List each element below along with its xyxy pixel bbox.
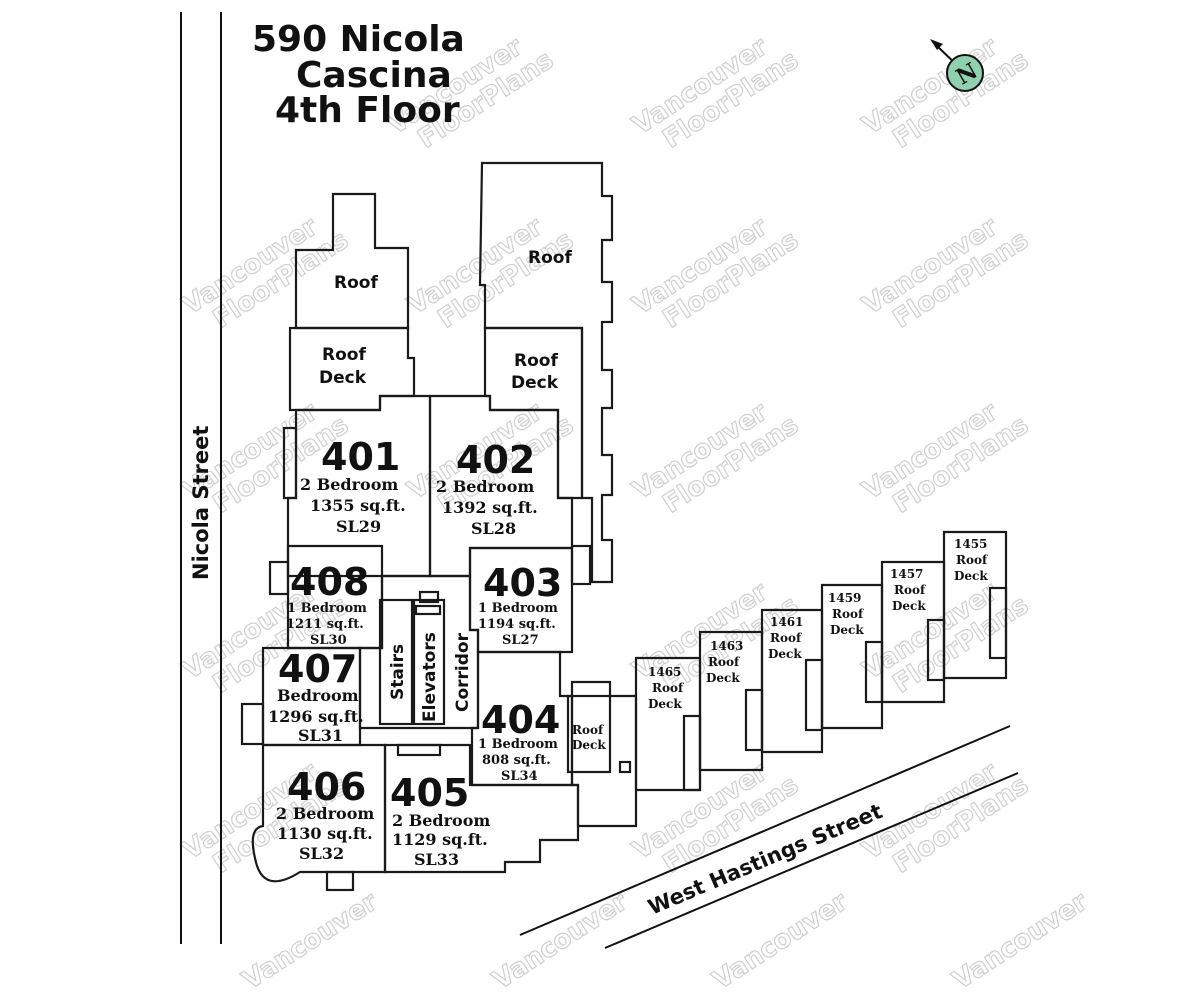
roof-deck-right-label-2: Deck: [511, 373, 559, 393]
stairs-label: Stairs: [388, 644, 408, 700]
roof-left-label: Roof: [334, 273, 378, 293]
elevator-cap: [418, 590, 440, 604]
unit-402-strata-lot: SL28: [471, 519, 516, 538]
unit-404-number: 404: [481, 698, 560, 742]
townhouse-1457-outline: [880, 560, 946, 704]
roof-right-label: Roof: [528, 248, 572, 268]
west-hastings-line-bottom: [604, 772, 1019, 949]
roof-deck-404-outline: [566, 694, 612, 774]
unit-405-bedrooms: 2 Bedroom: [392, 811, 490, 830]
west-hastings-line-top: [519, 725, 1011, 936]
townhouse-1459-deck: Deck: [830, 623, 864, 637]
townhouse-1463-roof: Roof: [708, 655, 740, 669]
townhouse-1455-deck: Deck: [954, 569, 988, 583]
unit-402-bedrooms: 2 Bedroom: [436, 477, 534, 496]
unit-405-outline: [383, 743, 580, 874]
nicola-street-label: Nicola Street: [189, 426, 213, 580]
elevators-outline: [412, 598, 446, 726]
townhouse-1463-number: 1463: [710, 639, 743, 653]
unit-403-area: 1194 sq.ft.: [478, 617, 556, 632]
unit-407-number: 407: [278, 647, 357, 691]
townhouse-1455-outline: [942, 530, 1008, 680]
townhouse-1461-roof: Roof: [770, 631, 802, 645]
unit-401-bedrooms: 2 Bedroom: [300, 475, 398, 494]
unit-405-strata-lot: SL33: [414, 850, 459, 869]
elevator-top: [414, 604, 442, 616]
unit-408-number: 408: [290, 560, 369, 604]
wall-bump-403: [570, 544, 592, 586]
unit-407-bedrooms: Bedroom: [277, 686, 359, 705]
unit-406-strata-lot: SL32: [299, 844, 344, 863]
unit-408-strata-lot: SL30: [310, 633, 347, 648]
unit-405-area: 1129 sq.ft.: [392, 830, 488, 849]
townhouse-1461-bump: [804, 658, 824, 732]
unit-402-number: 402: [456, 438, 535, 482]
watermark-line1: Vancouver: [947, 887, 1093, 996]
unit-406-area: 1130 sq.ft.: [277, 824, 373, 843]
townhouse-1459-number: 1459: [828, 591, 861, 605]
unit-406-number: 406: [287, 765, 366, 809]
townhouse-1461-number: 1461: [770, 615, 803, 629]
roof-deck-404-label-2: Deck: [572, 738, 606, 752]
townhouse-1463-deck: Deck: [706, 671, 740, 685]
roof-deck-left-label-2: Deck: [319, 368, 367, 388]
unit-406-outline: [251, 743, 387, 883]
townhouse-1463-bump: [744, 688, 764, 752]
unit-404-strata-lot: SL34: [501, 769, 538, 784]
north-arrow-icon: N: [930, 39, 984, 92]
stairs-outline: [378, 598, 414, 726]
townhouse-1457-deck: Deck: [892, 599, 926, 613]
building-address: 590 Nicola: [252, 19, 465, 60]
townhouse-1465-deck: Deck: [648, 697, 682, 711]
townhouse-1463-outline: [698, 630, 764, 772]
townhouse-1465-bump: [682, 714, 702, 792]
unit-405-number: 405: [390, 771, 469, 815]
townhouse-1459-outline: [820, 583, 884, 730]
unit-403-strata-lot: SL27: [502, 633, 539, 648]
wall-bump-408: [268, 560, 290, 596]
connector-outline: [570, 680, 638, 828]
wall-bump-401: [282, 426, 298, 500]
unit-404-area: 808 sq.ft.: [482, 753, 551, 768]
unit-408-area: 1211 sq.ft.: [286, 617, 364, 632]
townhouse-1465-roof: Roof: [652, 681, 684, 695]
townhouse-1457-number: 1457: [890, 567, 923, 581]
townhouse-1461-deck: Deck: [768, 647, 802, 661]
roof-deck-404-label-1: Roof: [572, 723, 604, 737]
unit-404-bedrooms: 1 Bedroom: [478, 737, 558, 752]
townhouse-1461-outline: [760, 608, 824, 754]
building-name: Cascina: [296, 55, 452, 96]
wall-bump-407: [240, 702, 265, 746]
watermark-line1: Vancouver: [707, 887, 853, 996]
townhouse-1459-roof: Roof: [832, 607, 864, 621]
watermark-line1: Vancouver: [237, 887, 383, 996]
townhouse-1455-roof: Roof: [956, 553, 988, 567]
watermark-line1: Vancouver: [487, 887, 633, 996]
unit-407-area: 1296 sq.ft.: [268, 707, 364, 726]
townhouse-1455-number: 1455: [954, 537, 987, 551]
unit-407-strata-lot: SL31: [298, 726, 343, 745]
wall-bump-405-a: [396, 743, 442, 757]
unit-401-number: 401: [321, 435, 400, 479]
roof-deck-right-label-1: Roof: [514, 351, 558, 371]
unit-408-bedrooms: 1 Bedroom: [287, 601, 367, 616]
elevators-label: Elevators: [420, 632, 440, 722]
corridor-label: Corridor: [453, 632, 473, 712]
unit-406-bedrooms: 2 Bedroom: [276, 804, 374, 823]
unit-401-strata-lot: SL29: [336, 517, 381, 536]
unit-403-bedrooms: 1 Bedroom: [478, 601, 558, 616]
wall-bump-406: [325, 870, 355, 892]
unit-401-area: 1355 sq.ft.: [310, 496, 406, 515]
townhouse-1465-number: 1465: [648, 665, 681, 679]
floor-title: 4th Floor: [275, 90, 460, 131]
townhouse-1457-roof: Roof: [894, 583, 926, 597]
townhouse-1455-bump: [988, 586, 1008, 660]
roof-deck-left-label-1: Roof: [322, 345, 366, 365]
small-box: [618, 760, 632, 774]
unit-402-area: 1392 sq.ft.: [442, 498, 538, 517]
unit-403-number: 403: [483, 561, 562, 605]
